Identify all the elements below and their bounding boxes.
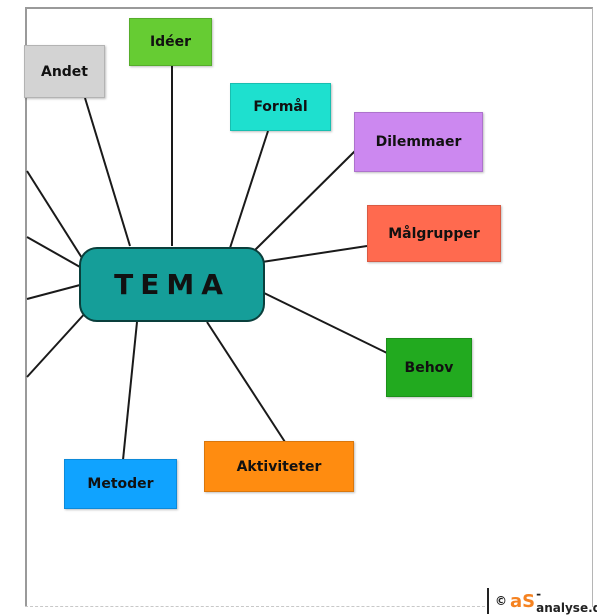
brand-logo: aS [510, 590, 536, 612]
center-topic[interactable]: TEMA [79, 247, 265, 322]
connector-malgrupper [261, 245, 368, 263]
connector-dilemmaer [254, 149, 357, 251]
copyright-symbol: © [495, 594, 507, 608]
connector-left-2 [26, 236, 81, 268]
node-formal[interactable]: Formål [230, 83, 331, 131]
connector-behov [261, 291, 388, 354]
connector-left-4 [26, 309, 89, 378]
connector-aktiviteter [206, 321, 286, 443]
node-andet[interactable]: Andet [24, 45, 105, 98]
diagram-frame [25, 7, 593, 607]
node-behov[interactable]: Behov [386, 338, 472, 397]
bottom-divider [25, 606, 485, 607]
connector-formal [229, 130, 269, 249]
node-ideer[interactable]: Idéer [129, 18, 212, 66]
copyright-badge: © aS -analyse.dk [487, 587, 597, 615]
node-dilemmaer[interactable]: Dilemmaer [354, 112, 483, 172]
node-metoder[interactable]: Metoder [64, 459, 177, 509]
connector-left-3 [26, 284, 81, 300]
node-aktiviteter[interactable]: Aktiviteter [204, 441, 354, 492]
node-malgrupper[interactable]: Målgrupper [367, 205, 501, 262]
brand-domain: -analyse.dk [536, 587, 597, 615]
connector-andet [84, 97, 131, 247]
connector-left-1 [26, 170, 83, 259]
connector-metoder [122, 321, 138, 461]
